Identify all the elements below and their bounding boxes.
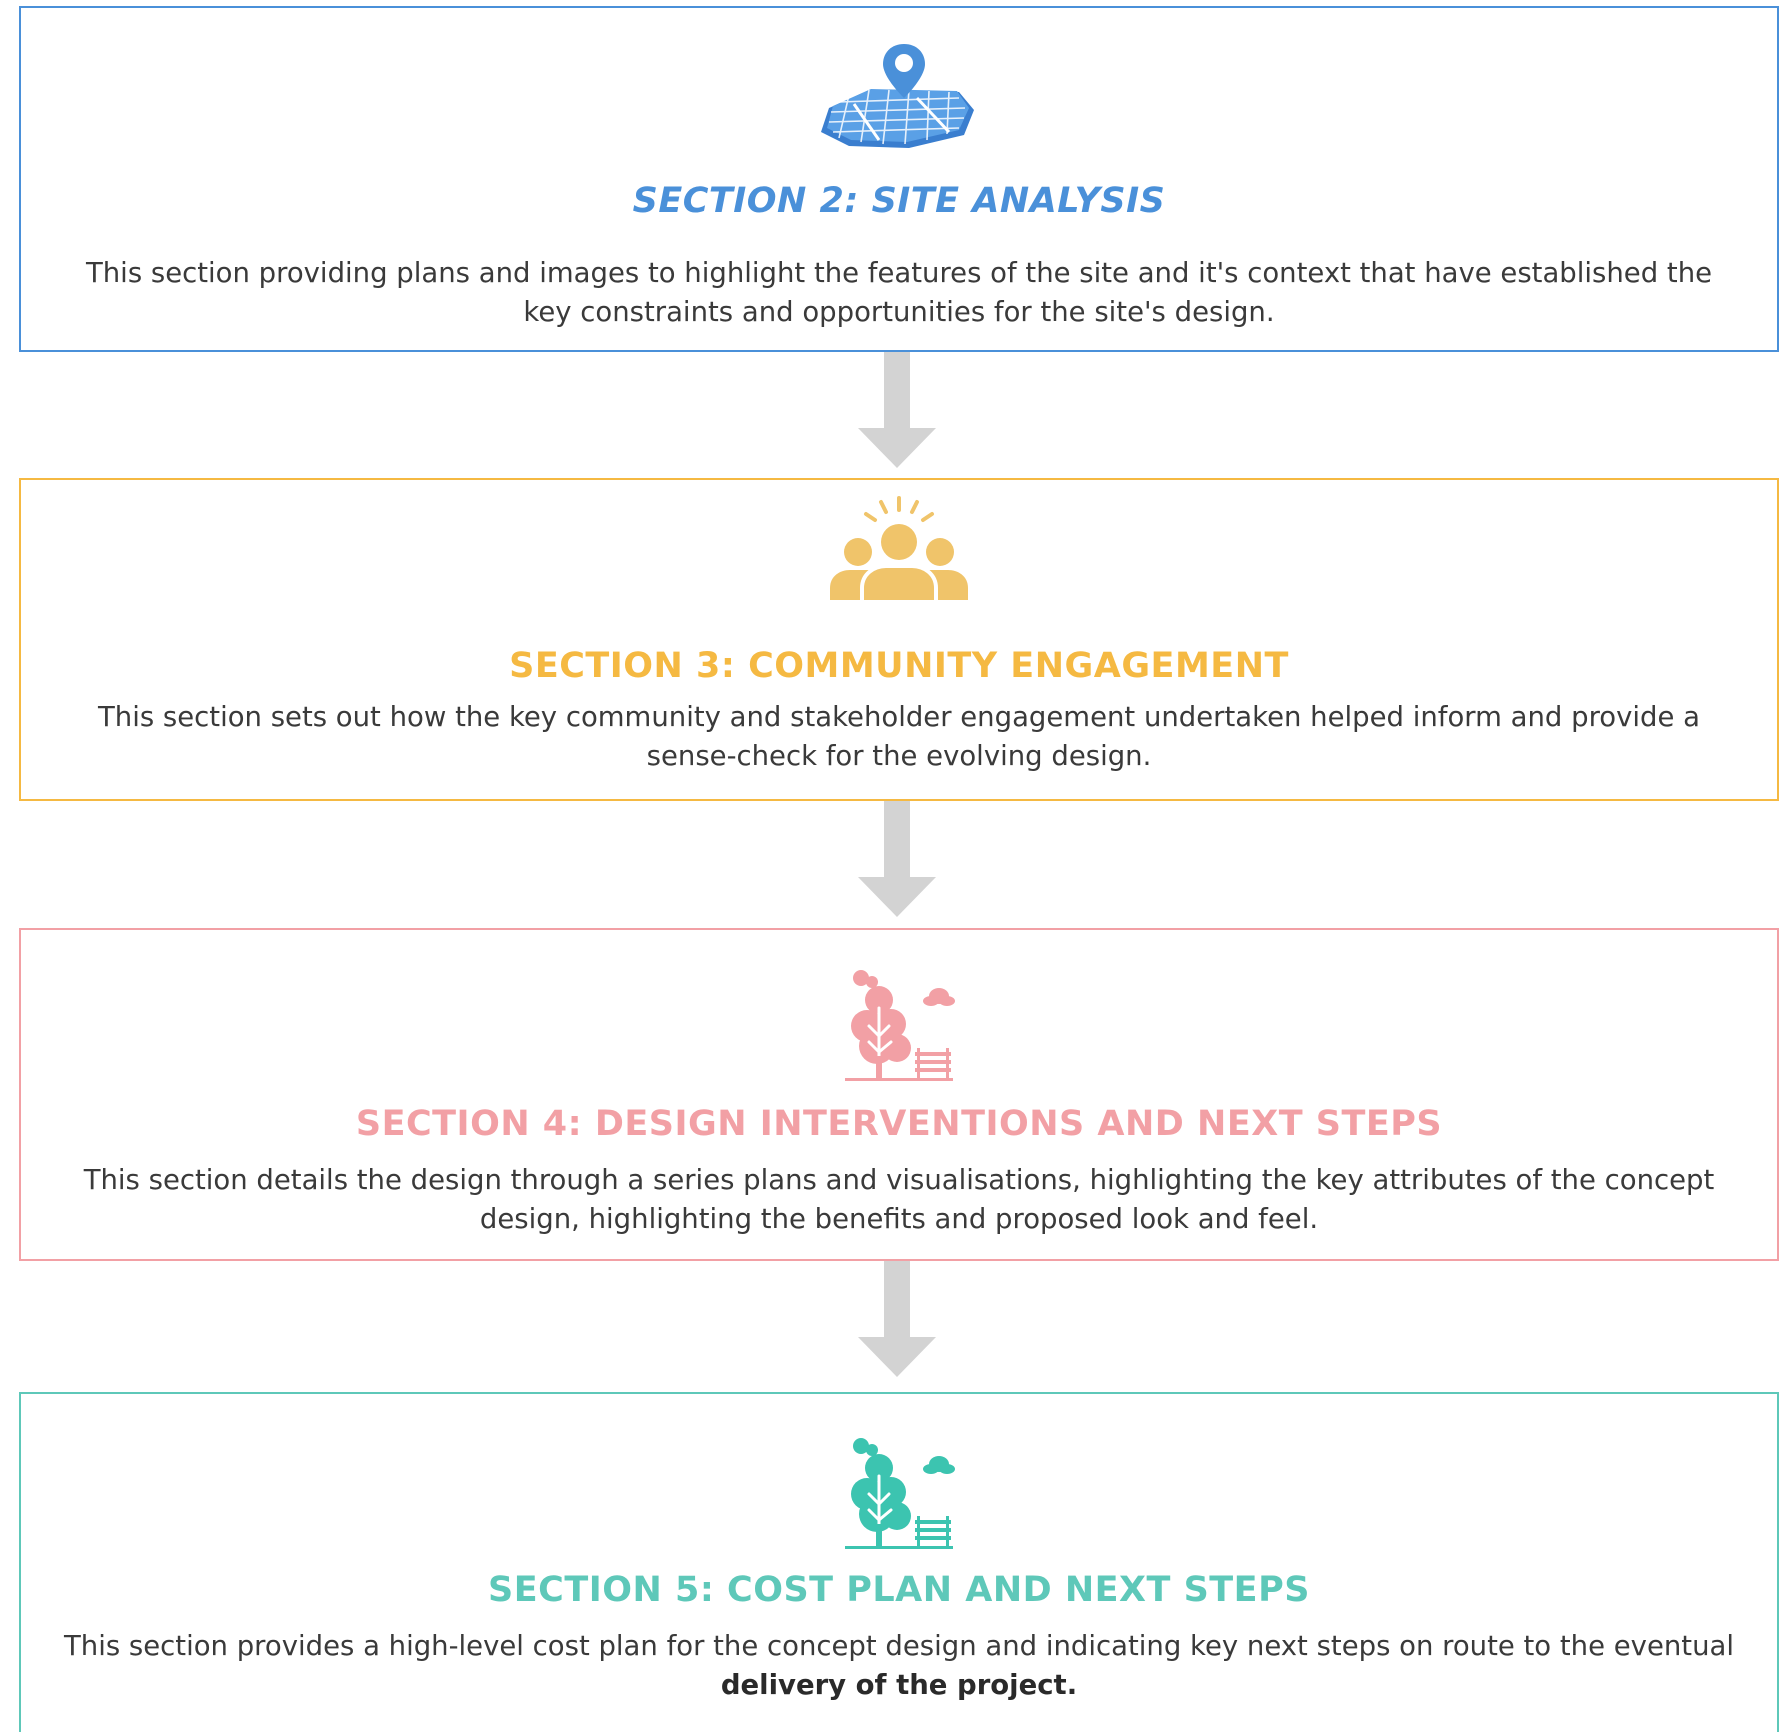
section-5-description-bold: delivery of the project. xyxy=(720,1669,1078,1701)
section-2-box: SECTION 2: SITE ANALYSIS This section pr… xyxy=(19,6,1779,352)
section-3-title: SECTION 3: COMMUNITY ENGAGEMENT xyxy=(509,646,1289,686)
map-pin-grid-icon xyxy=(821,44,974,148)
flow-arrow-3 xyxy=(858,1261,936,1377)
section-2-description: This section providing plans and images … xyxy=(85,257,1713,328)
section-5-box: SECTION 5: COST PLAN AND NEXT STEPS This… xyxy=(19,1392,1779,1732)
flow-arrow-1 xyxy=(858,352,936,468)
community-people-icon xyxy=(830,496,968,604)
flow-arrow-2 xyxy=(858,801,936,917)
section-3-description: This section sets out how the key commun… xyxy=(97,701,1700,772)
section-5-description: This section provides a high-level cost … xyxy=(61,1627,1737,1705)
park-tree-bench-icon xyxy=(845,1438,955,1549)
section-4-description: This section details the design through … xyxy=(83,1164,1715,1235)
section-5-title: SECTION 5: COST PLAN AND NEXT STEPS xyxy=(488,1570,1310,1610)
section-5-description-text: This section provides a high-level cost … xyxy=(64,1630,1734,1662)
section-3-box: SECTION 3: COMMUNITY ENGAGEMENT This sec… xyxy=(19,478,1779,801)
park-tree-bench-icon xyxy=(845,970,955,1081)
section-4-title: SECTION 4: DESIGN INTERVENTIONS AND NEXT… xyxy=(355,1104,1443,1144)
section-2-title: SECTION 2: SITE ANALYSIS xyxy=(632,181,1166,221)
section-4-box: SECTION 4: DESIGN INTERVENTIONS AND NEXT… xyxy=(19,928,1779,1261)
